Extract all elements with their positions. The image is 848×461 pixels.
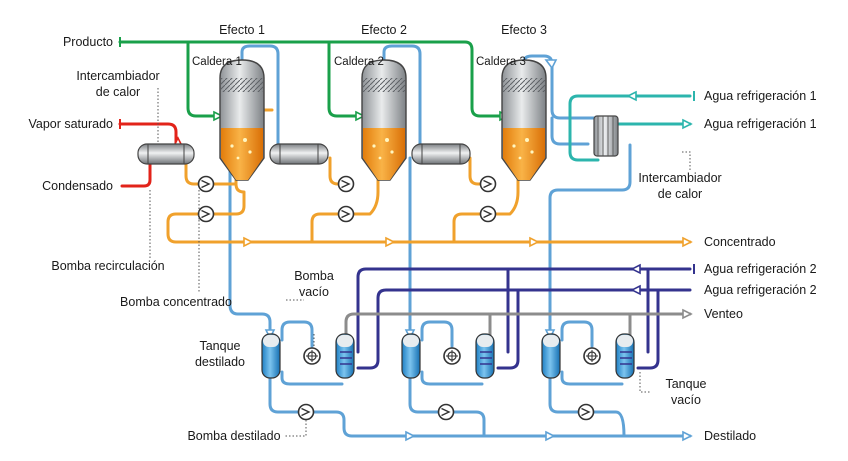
condensing-units bbox=[261, 333, 635, 421]
agua-refrigeracion-1a-label: Agua refrigeración 1 bbox=[704, 89, 817, 103]
tanque-vacio-1 bbox=[335, 333, 355, 379]
destilado-label: Destilado bbox=[704, 429, 756, 443]
condensado-label: Condensado bbox=[42, 179, 113, 193]
bomba-concentrado-1 bbox=[197, 205, 215, 223]
tanque-vacio-3 bbox=[615, 333, 635, 379]
tanque-destilado-line2: destilado bbox=[195, 355, 245, 369]
bomba-destilado-label: Bomba destilado bbox=[187, 429, 280, 443]
tanque-destilado-1 bbox=[261, 333, 281, 379]
intercambiador-efecto-3 bbox=[411, 143, 471, 165]
bomba-vacio-line1: Bomba bbox=[294, 269, 334, 283]
bomba-concentrado-2 bbox=[337, 205, 355, 223]
intercambiador-1-line2: de calor bbox=[96, 85, 140, 99]
intercambiador-calor-1 bbox=[137, 143, 195, 165]
tanque-destilado-2 bbox=[401, 333, 421, 379]
bomba-recirculacion-2 bbox=[337, 175, 355, 193]
efecto-2-title: Efecto 2 bbox=[361, 23, 407, 37]
agua-refrigeracion-2b-label: Agua refrigeración 2 bbox=[704, 283, 817, 297]
caldera-3-label: Caldera 3 bbox=[476, 56, 526, 68]
caldera-1 bbox=[219, 59, 265, 181]
caldera-1-label: Caldera 1 bbox=[192, 56, 242, 68]
bomba-destilado-2 bbox=[437, 403, 455, 421]
intercambiador-2-line1: Intercambiador bbox=[638, 171, 721, 185]
tanque-vacio-2 bbox=[475, 333, 495, 379]
flow-arrows bbox=[172, 59, 693, 442]
caldera-3 bbox=[501, 59, 547, 181]
venteo-piping bbox=[344, 312, 692, 338]
producto-label: Producto bbox=[63, 35, 113, 49]
vapor-saturado-piping bbox=[118, 119, 178, 188]
caldera-2-label: Caldera 2 bbox=[334, 56, 384, 68]
efecto-3-title: Efecto 3 bbox=[501, 23, 547, 37]
vapor-saturado-label: Vapor saturado bbox=[28, 117, 113, 131]
bomba-recirculacion-1 bbox=[197, 175, 215, 193]
efecto-1-title: Efecto 1 bbox=[219, 23, 265, 37]
venteo-label: Venteo bbox=[704, 307, 743, 321]
producto-piping bbox=[118, 37, 510, 118]
agua-refrigeracion-2-piping bbox=[356, 264, 695, 370]
caldera-2 bbox=[361, 59, 407, 181]
labels: Efecto 1 Efecto 2 Efecto 3 Caldera 1 Cal… bbox=[28, 23, 816, 443]
intercambiador-efecto-2 bbox=[269, 143, 329, 165]
bomba-vacio-line2: vacío bbox=[299, 285, 329, 299]
intercambiador-calor-2 bbox=[593, 115, 619, 157]
concentrado-label: Concentrado bbox=[704, 235, 776, 249]
tanque-destilado-3 bbox=[541, 333, 561, 379]
bomba-destilado-1 bbox=[297, 403, 315, 421]
bomba-recirculacion-3 bbox=[479, 175, 497, 193]
bomba-recirculacion-label: Bomba recirculación bbox=[51, 259, 164, 273]
bomba-concentrado-label: Bomba concentrado bbox=[120, 295, 232, 309]
bomba-destilado-3 bbox=[577, 403, 595, 421]
agua-refrigeracion-1b-label: Agua refrigeración 1 bbox=[704, 117, 817, 131]
intercambiador-1-line1: Intercambiador bbox=[76, 69, 159, 83]
agua-refrigeracion-2a-label: Agua refrigeración 2 bbox=[704, 262, 817, 276]
intercambiador-2-line2: de calor bbox=[658, 187, 702, 201]
tanque-vacio-line2: vacío bbox=[671, 393, 701, 407]
bomba-concentrado-3 bbox=[479, 205, 497, 223]
tanque-destilado-line1: Tanque bbox=[199, 339, 240, 353]
bomba-vacio-2 bbox=[443, 347, 461, 365]
vapor-piping bbox=[228, 44, 692, 438]
tanque-vacio-line1: Tanque bbox=[665, 377, 706, 391]
agua-refrigeracion-1-piping bbox=[568, 91, 695, 162]
bomba-vacio-1 bbox=[303, 347, 321, 365]
bomba-vacio-3 bbox=[583, 347, 601, 365]
leader-lines bbox=[149, 88, 691, 437]
